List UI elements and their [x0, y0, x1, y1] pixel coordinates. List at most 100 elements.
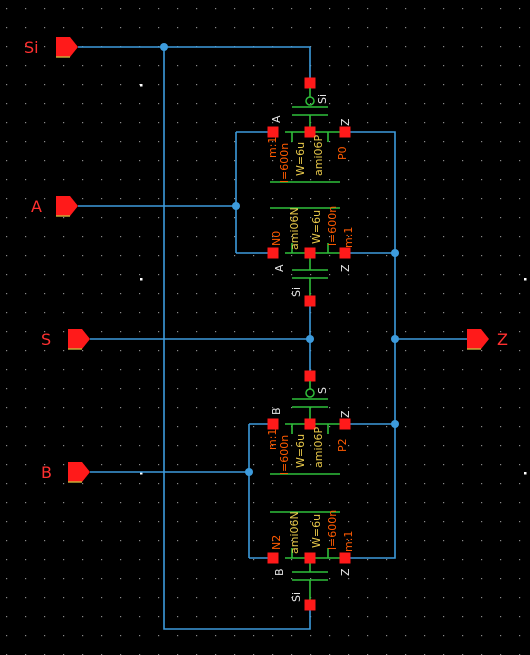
grid-dot [519, 426, 521, 428]
grid-dot [424, 46, 426, 48]
grid-dot [63, 426, 65, 428]
grid-dot [196, 559, 198, 561]
grid-dot [462, 578, 464, 580]
grid-dot [291, 635, 293, 637]
grid-dot [101, 65, 103, 67]
transistor-n0[interactable]: N0 ami06N W=6u l=600n m:1 A Si Z [267, 206, 355, 307]
grid-dot [462, 160, 464, 162]
grid-dot [500, 502, 502, 504]
grid-dot [367, 407, 369, 409]
grid-dot [291, 597, 293, 599]
grid-dot [443, 635, 445, 637]
grid-dot [367, 179, 369, 181]
transistor-n2[interactable]: N2 ami06N W=6u l=600n m:1 B Si Z [267, 510, 355, 611]
grid-dot [348, 122, 350, 124]
grid-dot [101, 559, 103, 561]
grid-dot [272, 27, 274, 29]
grid-dot [196, 445, 198, 447]
grid-dot [139, 103, 141, 105]
grid-dot [253, 407, 255, 409]
grid-dot [348, 103, 350, 105]
grid-dot [120, 122, 122, 124]
grid-dot [253, 312, 255, 314]
grid-dot [367, 160, 369, 162]
grid-dot [215, 388, 217, 390]
grid-dot [481, 369, 483, 371]
grid-dot [519, 350, 521, 352]
wire-s[interactable] [90, 301, 311, 376]
wire-si[interactable] [78, 46, 311, 630]
grid-dot [120, 179, 122, 181]
port-z[interactable]: Z [467, 329, 508, 350]
port-si[interactable]: Si [24, 37, 78, 58]
grid-dot [25, 236, 27, 238]
grid-dot [405, 635, 407, 637]
grid-dot [462, 597, 464, 599]
grid-dot [443, 540, 445, 542]
grid-dot [386, 312, 388, 314]
grid-dot [481, 8, 483, 10]
grid-dot [234, 84, 236, 86]
wire-z[interactable] [345, 131, 467, 559]
grid-dot [348, 274, 350, 276]
grid-dot [196, 312, 198, 314]
grid-dot [519, 464, 521, 466]
grid-dot [6, 635, 8, 637]
grid-dot [253, 616, 255, 618]
grid-dot [348, 198, 350, 200]
grid-dot [462, 445, 464, 447]
transistor-p0[interactable]: A Si Z m:1 l=600n W=6u ami06P P0 [266, 77, 352, 183]
grid-dot [481, 407, 483, 409]
grid-dot [215, 160, 217, 162]
wire-a[interactable] [78, 131, 272, 254]
grid-dot [386, 350, 388, 352]
grid-dot [82, 179, 84, 181]
grid-dot [462, 46, 464, 48]
n0-l-label: l=600n [326, 206, 339, 246]
grid-dot [215, 331, 217, 333]
grid-dot [443, 122, 445, 124]
grid-dot [63, 445, 65, 447]
grid-dot [519, 578, 521, 580]
grid-dot [177, 217, 179, 219]
grid-dot [424, 160, 426, 162]
transistor-p2[interactable]: B S Z m:1 l=600n W=6u ami06P P2 [266, 370, 352, 475]
grid-dot [101, 445, 103, 447]
port-a[interactable]: A [31, 196, 78, 217]
grid-dot [139, 8, 141, 10]
port-s[interactable]: S [41, 329, 90, 350]
grid-dot [196, 255, 198, 257]
grid-dot [291, 255, 293, 257]
grid-dot [63, 502, 65, 504]
grid-dot [234, 426, 236, 428]
grid-dot [443, 217, 445, 219]
grid-dot [519, 540, 521, 542]
grid-dot [272, 217, 274, 219]
grid-dot [519, 198, 521, 200]
grid-dot [443, 274, 445, 276]
grid-dot [158, 578, 160, 580]
grid-dot [139, 369, 141, 371]
port-b[interactable]: B [41, 462, 90, 483]
wire-b[interactable] [90, 423, 272, 559]
grid-dot [63, 274, 65, 276]
grid-dot [367, 274, 369, 276]
grid-dot [405, 445, 407, 447]
grid-dot [405, 255, 407, 257]
grid-dot [139, 65, 141, 67]
grid-dot [139, 464, 141, 466]
grid-dot [424, 236, 426, 238]
grid-dot [158, 312, 160, 314]
grid-dot [462, 502, 464, 504]
grid-dot [234, 578, 236, 580]
grid-dot [500, 103, 502, 105]
grid-dot [405, 502, 407, 504]
grid-dot [82, 65, 84, 67]
grid-dot [120, 559, 122, 561]
grid-dot [177, 578, 179, 580]
grid-dot [386, 103, 388, 105]
grid-dot [367, 84, 369, 86]
grid-dot [82, 274, 84, 276]
grid-dot [6, 331, 8, 333]
